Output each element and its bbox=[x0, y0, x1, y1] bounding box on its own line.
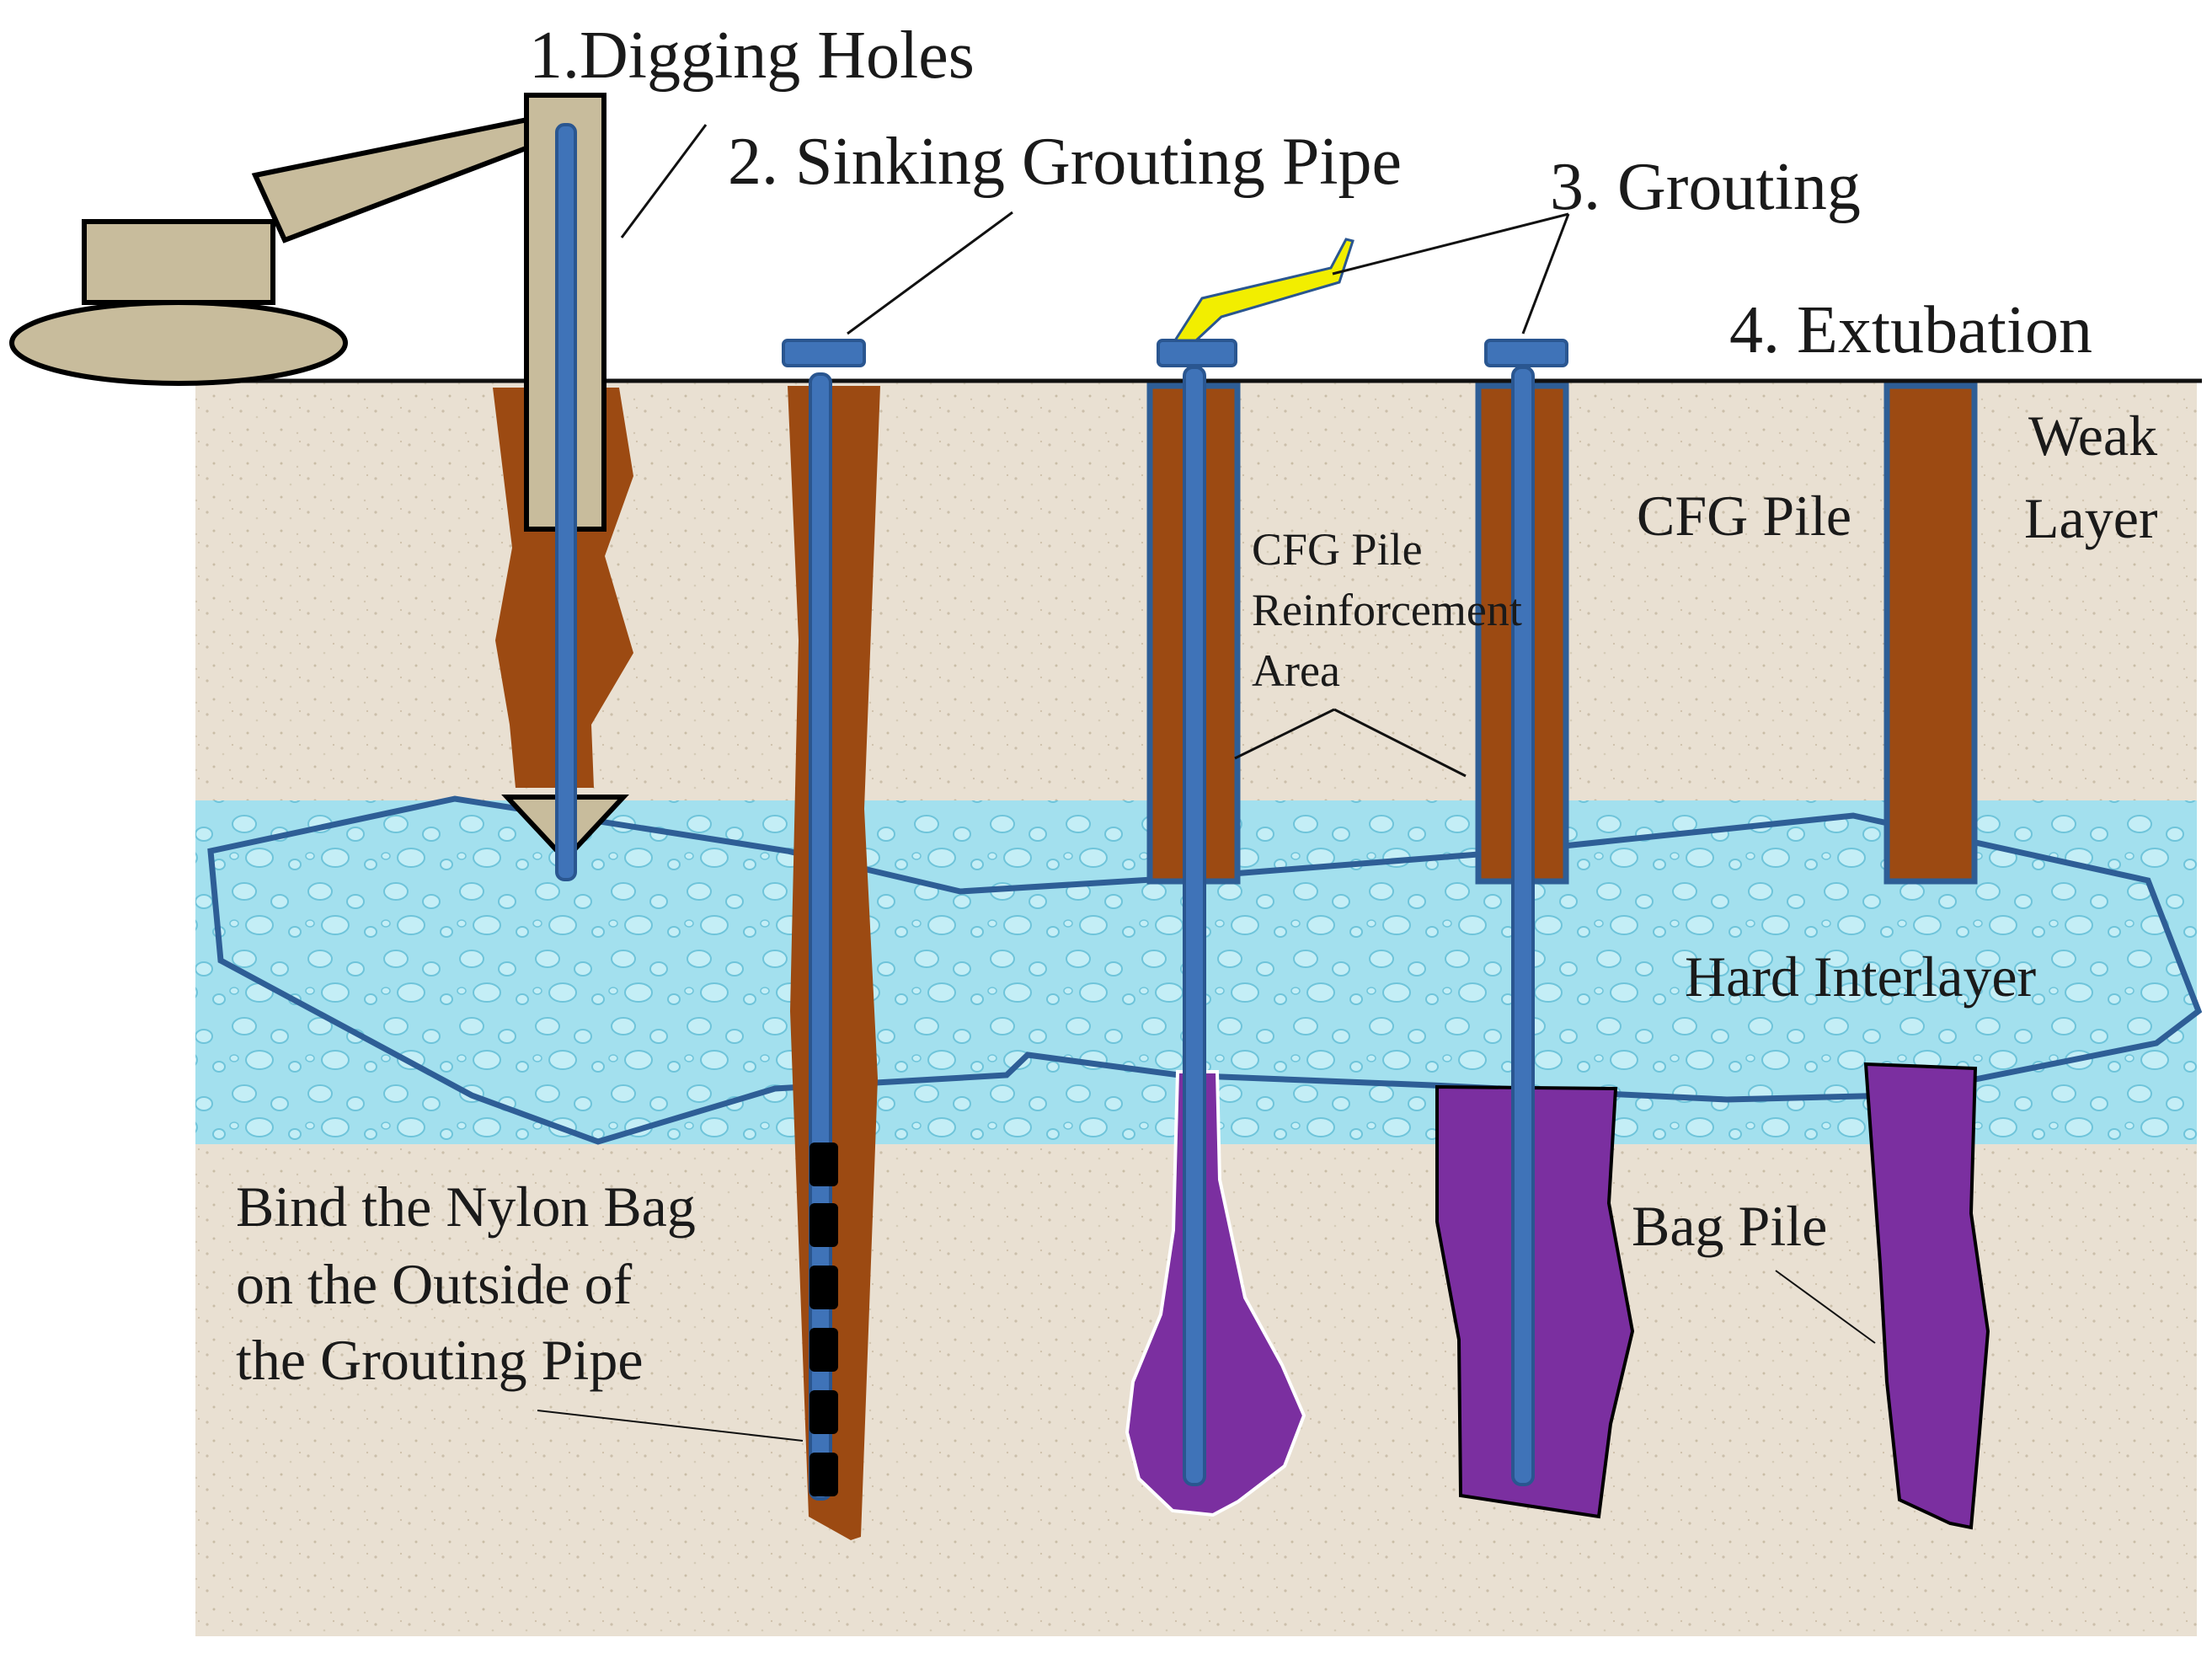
nylon-bag-binding bbox=[809, 1143, 838, 1186]
pipe-cap-2 bbox=[782, 339, 866, 367]
nylon-bag-label-line1: Bind the Nylon Bag bbox=[236, 1175, 696, 1239]
reinforcement-label-line1: CFG Pile bbox=[1252, 524, 1423, 575]
leader-nylon-bag bbox=[537, 1410, 804, 1442]
leader-step3-pipe bbox=[1521, 213, 1570, 334]
cfg-pile-label: CFG Pile bbox=[1637, 484, 1851, 548]
pipe-cap-3b bbox=[1484, 339, 1568, 367]
leader-step3-hose bbox=[1332, 212, 1569, 276]
rig-cab bbox=[82, 219, 275, 305]
pipe-cap-3a bbox=[1157, 339, 1237, 367]
leader-bag-pile bbox=[1775, 1270, 1876, 1344]
leader-lines bbox=[537, 124, 1876, 1442]
step4-label: 4. Extubation bbox=[1729, 293, 2092, 367]
leader-step1 bbox=[620, 124, 708, 238]
rig-boom bbox=[251, 116, 543, 243]
reinforcement-label-line3: Area bbox=[1252, 645, 1340, 696]
step3-label: 3. Grouting bbox=[1550, 150, 1861, 224]
leader-reinforcement-a bbox=[1234, 708, 1335, 760]
nylon-bag-binding bbox=[809, 1203, 838, 1247]
nylon-bag-label-line3: the Grouting Pipe bbox=[236, 1328, 644, 1392]
nylon-bag-binding bbox=[809, 1266, 838, 1309]
nylon-bag-bindings bbox=[809, 1143, 838, 1496]
grouting-pipe-3b bbox=[1511, 366, 1535, 1486]
grouting-pile-b bbox=[1435, 339, 1635, 1519]
nylon-bag-binding bbox=[809, 1453, 838, 1496]
bag-pile-forming bbox=[1125, 1070, 1306, 1517]
nylon-bag-binding bbox=[809, 1390, 838, 1434]
reinforcement-label-line2: Reinforcement bbox=[1252, 585, 1522, 635]
grout-hose bbox=[1173, 238, 1354, 342]
grouting-pile-a bbox=[1125, 238, 1354, 1517]
sinking-grouting-pipe bbox=[782, 339, 880, 1540]
leader-step2 bbox=[847, 211, 1013, 335]
digging-hole bbox=[493, 93, 633, 881]
bag-pile-label: Bag Pile bbox=[1632, 1194, 1827, 1258]
leader-reinforcement-b bbox=[1333, 708, 1467, 778]
nylon-bag-binding bbox=[809, 1328, 838, 1372]
weak-layer-label-line1: Weak bbox=[2028, 404, 2157, 468]
cfg-pile-final bbox=[1883, 383, 1978, 885]
step1-label: 1.Digging Holes bbox=[529, 19, 975, 93]
bag-pile-final bbox=[1863, 1062, 1990, 1530]
nylon-bag-label-line2: on the Outside of bbox=[236, 1252, 633, 1316]
drilling-rig bbox=[9, 116, 543, 386]
drill-rod-pipe bbox=[555, 123, 577, 881]
hard-interlayer-label: Hard Interlayer bbox=[1685, 945, 2037, 1009]
step2-label: 2. Sinking Grouting Pipe bbox=[728, 125, 1402, 199]
weak-layer-label-line2: Layer bbox=[2024, 486, 2158, 550]
rig-track bbox=[9, 300, 348, 386]
grouting-pipe-3a bbox=[1183, 366, 1206, 1486]
extubation-pile bbox=[1863, 383, 1990, 1530]
